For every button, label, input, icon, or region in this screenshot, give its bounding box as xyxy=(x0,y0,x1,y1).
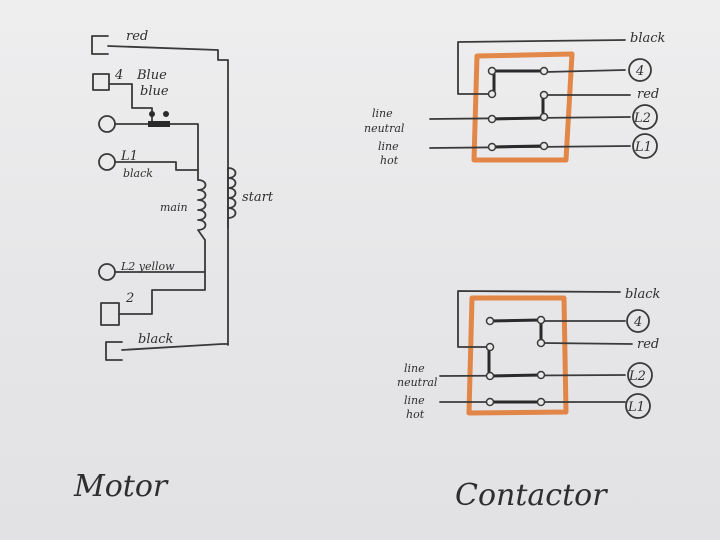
bottom-contact-a xyxy=(488,318,543,323)
label-red: red xyxy=(126,29,148,44)
label-blue-a: Blue xyxy=(136,68,167,83)
black-wire xyxy=(121,343,229,351)
bottom-label-line-hot-2: hot xyxy=(406,408,425,421)
terminal-2-box xyxy=(100,302,120,326)
motor-diagram: red 4 Blue blue L1 black main start L2 y… xyxy=(73,29,274,504)
bottom-label-line-neutral-2: neutral xyxy=(397,376,438,389)
contactor-top: 4 L2 L1 black red line neutral line hot xyxy=(364,31,666,167)
bottom-label-line-neutral-1: line xyxy=(404,362,425,375)
top-terminal-l2-label: L2 xyxy=(633,111,651,126)
label-4: 4 xyxy=(114,68,123,83)
bottom-terminal-4-label: 4 xyxy=(633,315,642,330)
bottom-black-wire xyxy=(457,290,621,348)
label-black-bottom: black xyxy=(138,332,174,347)
contactor-bottom: 4 L2 L1 black red line neutral line hot xyxy=(397,287,661,421)
top-label-line-hot-1: line xyxy=(378,140,399,153)
wire-2 xyxy=(118,271,206,315)
switch-to-main xyxy=(169,123,199,181)
label-main: main xyxy=(160,201,188,214)
top-contact-c xyxy=(490,144,545,149)
bottom-terminal-l2 xyxy=(627,362,653,388)
top-label-line-neutral-2: neutral xyxy=(364,122,405,135)
terminal-circle-a xyxy=(98,115,116,133)
label-start: start xyxy=(242,190,274,205)
top-contact-b xyxy=(490,116,545,121)
top-black-wire xyxy=(457,39,626,95)
label-black-l1: black xyxy=(123,167,153,180)
label-blue-b: blue xyxy=(140,84,169,99)
top-terminal-l1-label: L1 xyxy=(634,140,652,155)
bottom-label-black: black xyxy=(625,287,661,302)
contactor-title: Contactor xyxy=(455,478,608,513)
main-winding-coil xyxy=(197,179,207,241)
motor-title: Motor xyxy=(73,469,169,504)
top-terminal-4-label: 4 xyxy=(635,64,644,79)
top-terminal-4 xyxy=(628,58,652,82)
top-label-black: black xyxy=(630,31,666,46)
top-terminal-l1 xyxy=(632,133,658,159)
contactor-bottom-highlight xyxy=(466,295,569,416)
label-l2-yellow: L2 yellow xyxy=(120,260,175,273)
bottom-terminal-l1 xyxy=(625,393,651,419)
l1-wire xyxy=(114,161,199,171)
red-wire xyxy=(107,45,229,346)
terminal-4-box xyxy=(92,73,110,91)
label-2: 2 xyxy=(125,291,134,306)
top-terminal-l2 xyxy=(632,104,658,130)
bottom-terminal-l1-label: L1 xyxy=(627,400,645,415)
centrifugal-switch xyxy=(148,111,170,127)
terminal-l2 xyxy=(98,263,116,281)
bottom-label-line-hot-1: line xyxy=(404,394,425,407)
top-label-line-neutral-1: line xyxy=(372,107,393,120)
top-wire-4 xyxy=(544,69,626,73)
terminal-l1 xyxy=(98,153,116,171)
bottom-label-red: red xyxy=(637,337,659,352)
contactor-top-highlight xyxy=(471,51,575,163)
bottom-terminal-4 xyxy=(626,309,650,333)
top-label-line-hot-2: hot xyxy=(380,154,399,167)
label-l1: L1 xyxy=(120,149,138,164)
red-terminal xyxy=(91,35,109,55)
black-terminal xyxy=(105,341,123,361)
bottom-terminal-l2-label: L2 xyxy=(628,369,646,384)
start-winding-coil xyxy=(227,167,237,219)
top-label-red: red xyxy=(637,87,659,102)
bottom-contact-b xyxy=(488,373,543,378)
bottom-red-wire xyxy=(542,342,633,345)
